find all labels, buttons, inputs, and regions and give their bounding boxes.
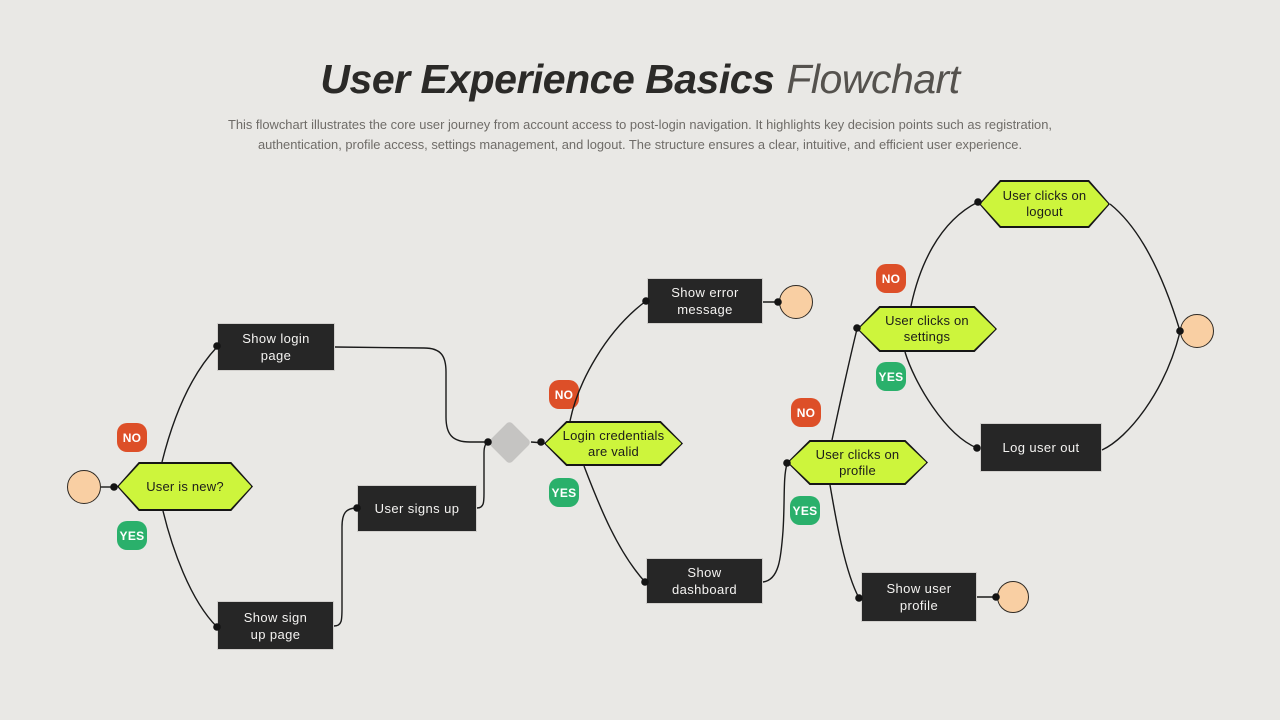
end-terminal-error-circle [779,285,813,319]
badge-no-profile: NO [791,398,821,427]
decision-user-is-new: User is new? [117,462,253,511]
connector-show-login-to-merge [334,346,488,443]
decision-user-clicks-on-logout: User clicks on logout [979,180,1110,228]
badge-yes-settings: YES [876,362,906,391]
decision-user-clicks-on-settings: User clicks on settings [857,306,997,352]
start-terminal-circle [67,470,101,504]
badge-no-credentials: NO [549,380,579,409]
connector-no-to-logout [910,201,979,307]
process-show-sign-up-page: Show sign up page [217,601,334,650]
page-subtitle: This flowchart illustrates the core user… [228,117,1052,152]
connector-user-signs-up-to-merge [476,441,490,509]
connector-log-user-out-to-end [1101,331,1181,451]
connector-no-to-error-message [569,300,647,422]
connector-signup-to-user-signs-up [333,507,358,627]
badge-yes-profile: YES [790,496,820,525]
decision-user-clicks-on-profile: User clicks on profile [787,440,928,485]
process-show-user-profile: Show user profile [861,572,977,622]
decision-label: User clicks on profile [788,441,927,484]
end-terminal-profile-circle [997,581,1029,613]
decision-label: User clicks on settings [858,307,996,351]
decision-login-credentials-are-valid: Login credentials are valid [544,421,683,466]
decision-label: Login credentials are valid [545,422,682,465]
connector-no-to-settings [831,328,858,441]
badge-yes-user-is-new: YES [117,521,147,550]
connector-no-to-show-login [161,346,218,463]
process-user-signs-up: User signs up [357,485,477,532]
process-show-dashboard: Show dashboard [646,558,763,604]
merge-diamond [487,420,532,465]
decision-label: User clicks on logout [980,181,1109,227]
badge-yes-credentials: YES [549,478,579,507]
decision-label: User is new? [118,463,252,510]
connector-yes-to-dashboard [583,465,646,583]
badge-no-user-is-new: NO [117,423,147,452]
connector-merge-to-credentials [530,441,545,444]
process-log-user-out: Log user out [980,423,1102,472]
badge-no-settings: NO [876,264,906,293]
end-terminal-final-circle [1180,314,1214,348]
title-secondary: Flowchart [786,56,960,102]
connector-yes-to-show-signup [162,510,218,628]
connector-logout-to-end [1109,203,1181,332]
connector-dashboard-to-profile [762,463,788,583]
process-show-error-message: Show error message [647,278,763,324]
connector-yes-to-log-user-out [904,351,978,449]
process-show-login-page: Show login page [217,323,335,371]
connector-yes-to-user-profile [829,484,860,599]
title-primary: User Experience Basics [320,56,775,102]
